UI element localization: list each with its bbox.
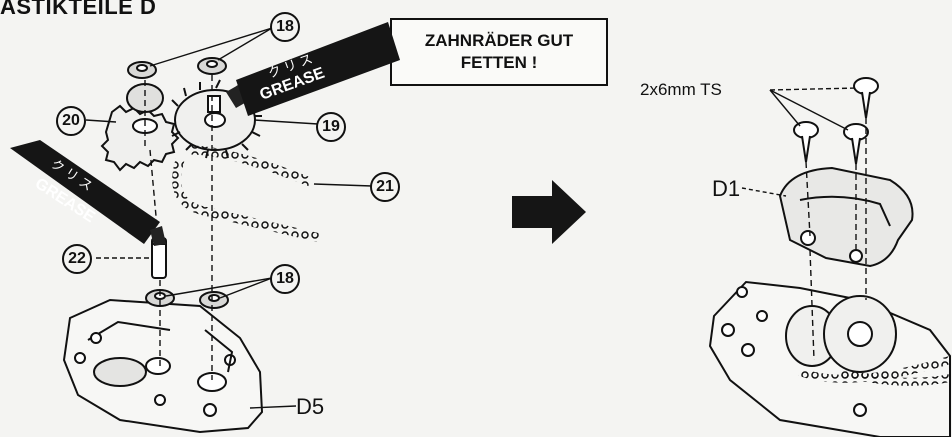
notice-line-2: FETTEN !	[460, 53, 538, 72]
callout-21: 21	[370, 172, 400, 202]
label-d1: D1	[712, 176, 741, 201]
screws-2x6mm	[793, 77, 879, 165]
callout-20: 20	[56, 106, 86, 136]
callout-18-upper: 18	[270, 12, 300, 42]
label-d5: D5	[296, 394, 325, 419]
callout-22: 22	[62, 244, 92, 274]
base-plate-assembled	[708, 280, 951, 437]
callout-18-lower: 18	[270, 264, 300, 294]
assembly-axes-right	[805, 118, 867, 361]
chain-21	[172, 145, 322, 243]
gears-assembled	[785, 295, 897, 373]
grease-notice-box: ZAHNRÄDER GUT FETTEN !	[390, 18, 608, 86]
leader-lines	[85, 27, 373, 409]
label-screw-2x6mm: 2x6mm TS	[640, 80, 722, 99]
leader-lines-right	[741, 87, 859, 197]
callout-19: 19	[316, 112, 346, 142]
cover-d1	[778, 166, 914, 268]
grease-tube-upper: GREASE ク リ ス	[226, 22, 400, 116]
page-title: ASTIKTEILE D	[0, 0, 157, 19]
chain-assembled	[798, 356, 952, 386]
gear-20	[100, 83, 180, 172]
washers-18-upper	[127, 57, 227, 79]
notice-line-1: ZAHNRÄDER GUT	[424, 31, 574, 50]
base-plate-d5	[62, 298, 264, 434]
direction-arrow	[512, 180, 586, 244]
